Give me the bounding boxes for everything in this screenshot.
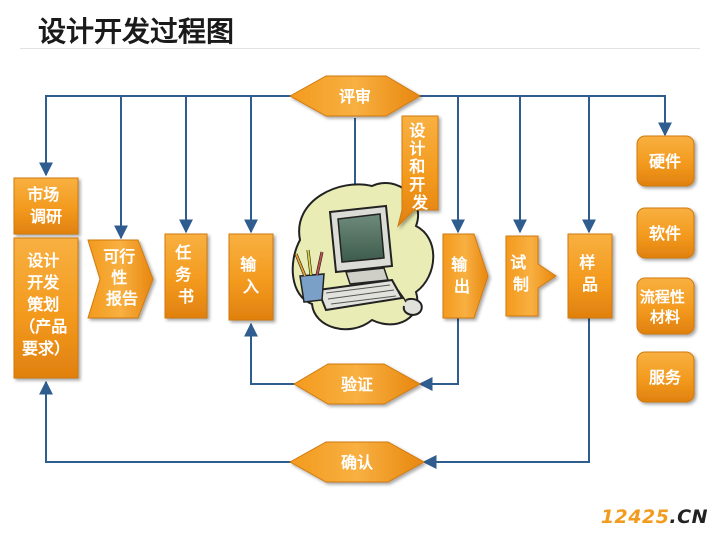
node-sample-line: 品 [582, 275, 598, 294]
svg-text:市场 调研: 市场 调研 [27, 185, 65, 226]
output-service: 服务 [636, 351, 695, 403]
node-task-line: 书 [178, 287, 194, 306]
node-trial-line: 制 [513, 275, 529, 294]
node-review: 评审 [288, 75, 421, 117]
svg-text:输 出: 输 出 [451, 255, 473, 296]
node-feasibility-line: 性 [111, 268, 127, 287]
title-divider [20, 48, 700, 49]
node-output-line: 输 [451, 255, 468, 274]
node-input-line: 输 [240, 255, 257, 274]
node-output: 输 出 [442, 233, 489, 319]
node-output-line: 出 [454, 277, 470, 296]
watermark-number: 12425 [600, 506, 670, 528]
svg-text:服务: 服务 [649, 368, 682, 387]
output-to-verify-line [418, 318, 459, 391]
svg-text:任 务 书: 任 务 书 [174, 243, 197, 306]
watermark-domain: .CN [669, 506, 708, 528]
svg-text:硬件: 硬件 [649, 152, 681, 171]
page-title: 设计开发过程图 [38, 15, 235, 48]
node-market-line: 市场 [27, 185, 59, 204]
node-verify: 验证 [293, 363, 422, 405]
node-sample-line: 样 [579, 253, 595, 272]
node-plan: 设计 开发 策划 （产品 要求） [13, 237, 79, 379]
node-design-line: 和 [409, 157, 425, 176]
output-process-material-line: 材料 [650, 308, 680, 326]
svg-text:试 制: 试 制 [510, 253, 532, 294]
svg-text:可行 性 报告: 可行 性 报告 [103, 247, 141, 308]
node-market-line: 调研 [30, 207, 62, 226]
output-process-material-line: 流程性 [640, 288, 685, 306]
node-confirm: 确认 [288, 441, 426, 483]
svg-text:样 品: 样 品 [579, 253, 601, 294]
connectors [39, 95, 672, 469]
sample-to-confirm-line [422, 318, 590, 469]
node-input-line: 入 [243, 277, 259, 296]
computer-clipart [291, 182, 435, 331]
node-market: 市场 调研 [13, 177, 79, 235]
output-hardware-label: 硬件 [649, 152, 681, 171]
node-trial-line: 试 [510, 253, 526, 272]
output-hardware: 硬件 [636, 135, 695, 187]
review-to-market-arrow [39, 95, 292, 177]
output-service-label: 服务 [649, 368, 682, 387]
node-feasibility: 可行 性 报告 [87, 239, 154, 319]
svg-text:软件: 软件 [649, 224, 681, 243]
node-design-line: 计 [409, 139, 425, 158]
review-right-line [418, 95, 672, 137]
node-confirm-label: 确认 [341, 453, 374, 472]
node-trial: 试 制 [505, 235, 557, 317]
node-plan-line: 开发 [27, 273, 60, 292]
node-sample: 样 品 [567, 233, 613, 319]
node-plan-line: （产品 [19, 317, 67, 336]
svg-text:设 计 和 开: 设 计 和 开 发 [409, 121, 431, 212]
confirm-to-plan-arrow [39, 380, 292, 463]
node-plan-line: 策划 [26, 295, 59, 314]
node-task-line: 任 [174, 243, 191, 262]
output-software-label: 软件 [649, 224, 681, 243]
node-feasibility-line: 报告 [106, 289, 138, 308]
svg-text:流程性 材料: 流程性 材料 [640, 288, 690, 326]
node-plan-line: 要求） [22, 339, 70, 358]
output-software: 软件 [636, 207, 695, 259]
svg-text:设计 开发 策划 （产品: 设计 开发 策划 （产品 要求） [19, 251, 73, 358]
output-process-material: 流程性 材料 [636, 277, 695, 335]
node-task-line: 务 [175, 265, 192, 284]
node-design-line: 发 [411, 193, 429, 212]
node-input: 输 入 [228, 233, 274, 321]
node-design: 设 计 和 开 发 [397, 115, 439, 228]
node-plan-line: 设计 [27, 251, 59, 270]
watermark-logo: 12425.CN [601, 506, 708, 528]
node-feasibility-line: 可行 [103, 247, 135, 266]
node-review-label: 评审 [339, 87, 371, 106]
node-design-line: 设 [409, 121, 426, 140]
node-task: 任 务 书 [164, 233, 208, 319]
svg-text:输 入: 输 入 [240, 255, 262, 296]
node-verify-label: 验证 [341, 375, 373, 394]
verify-to-input-arrow [244, 322, 295, 385]
node-design-line: 开 [409, 175, 425, 194]
